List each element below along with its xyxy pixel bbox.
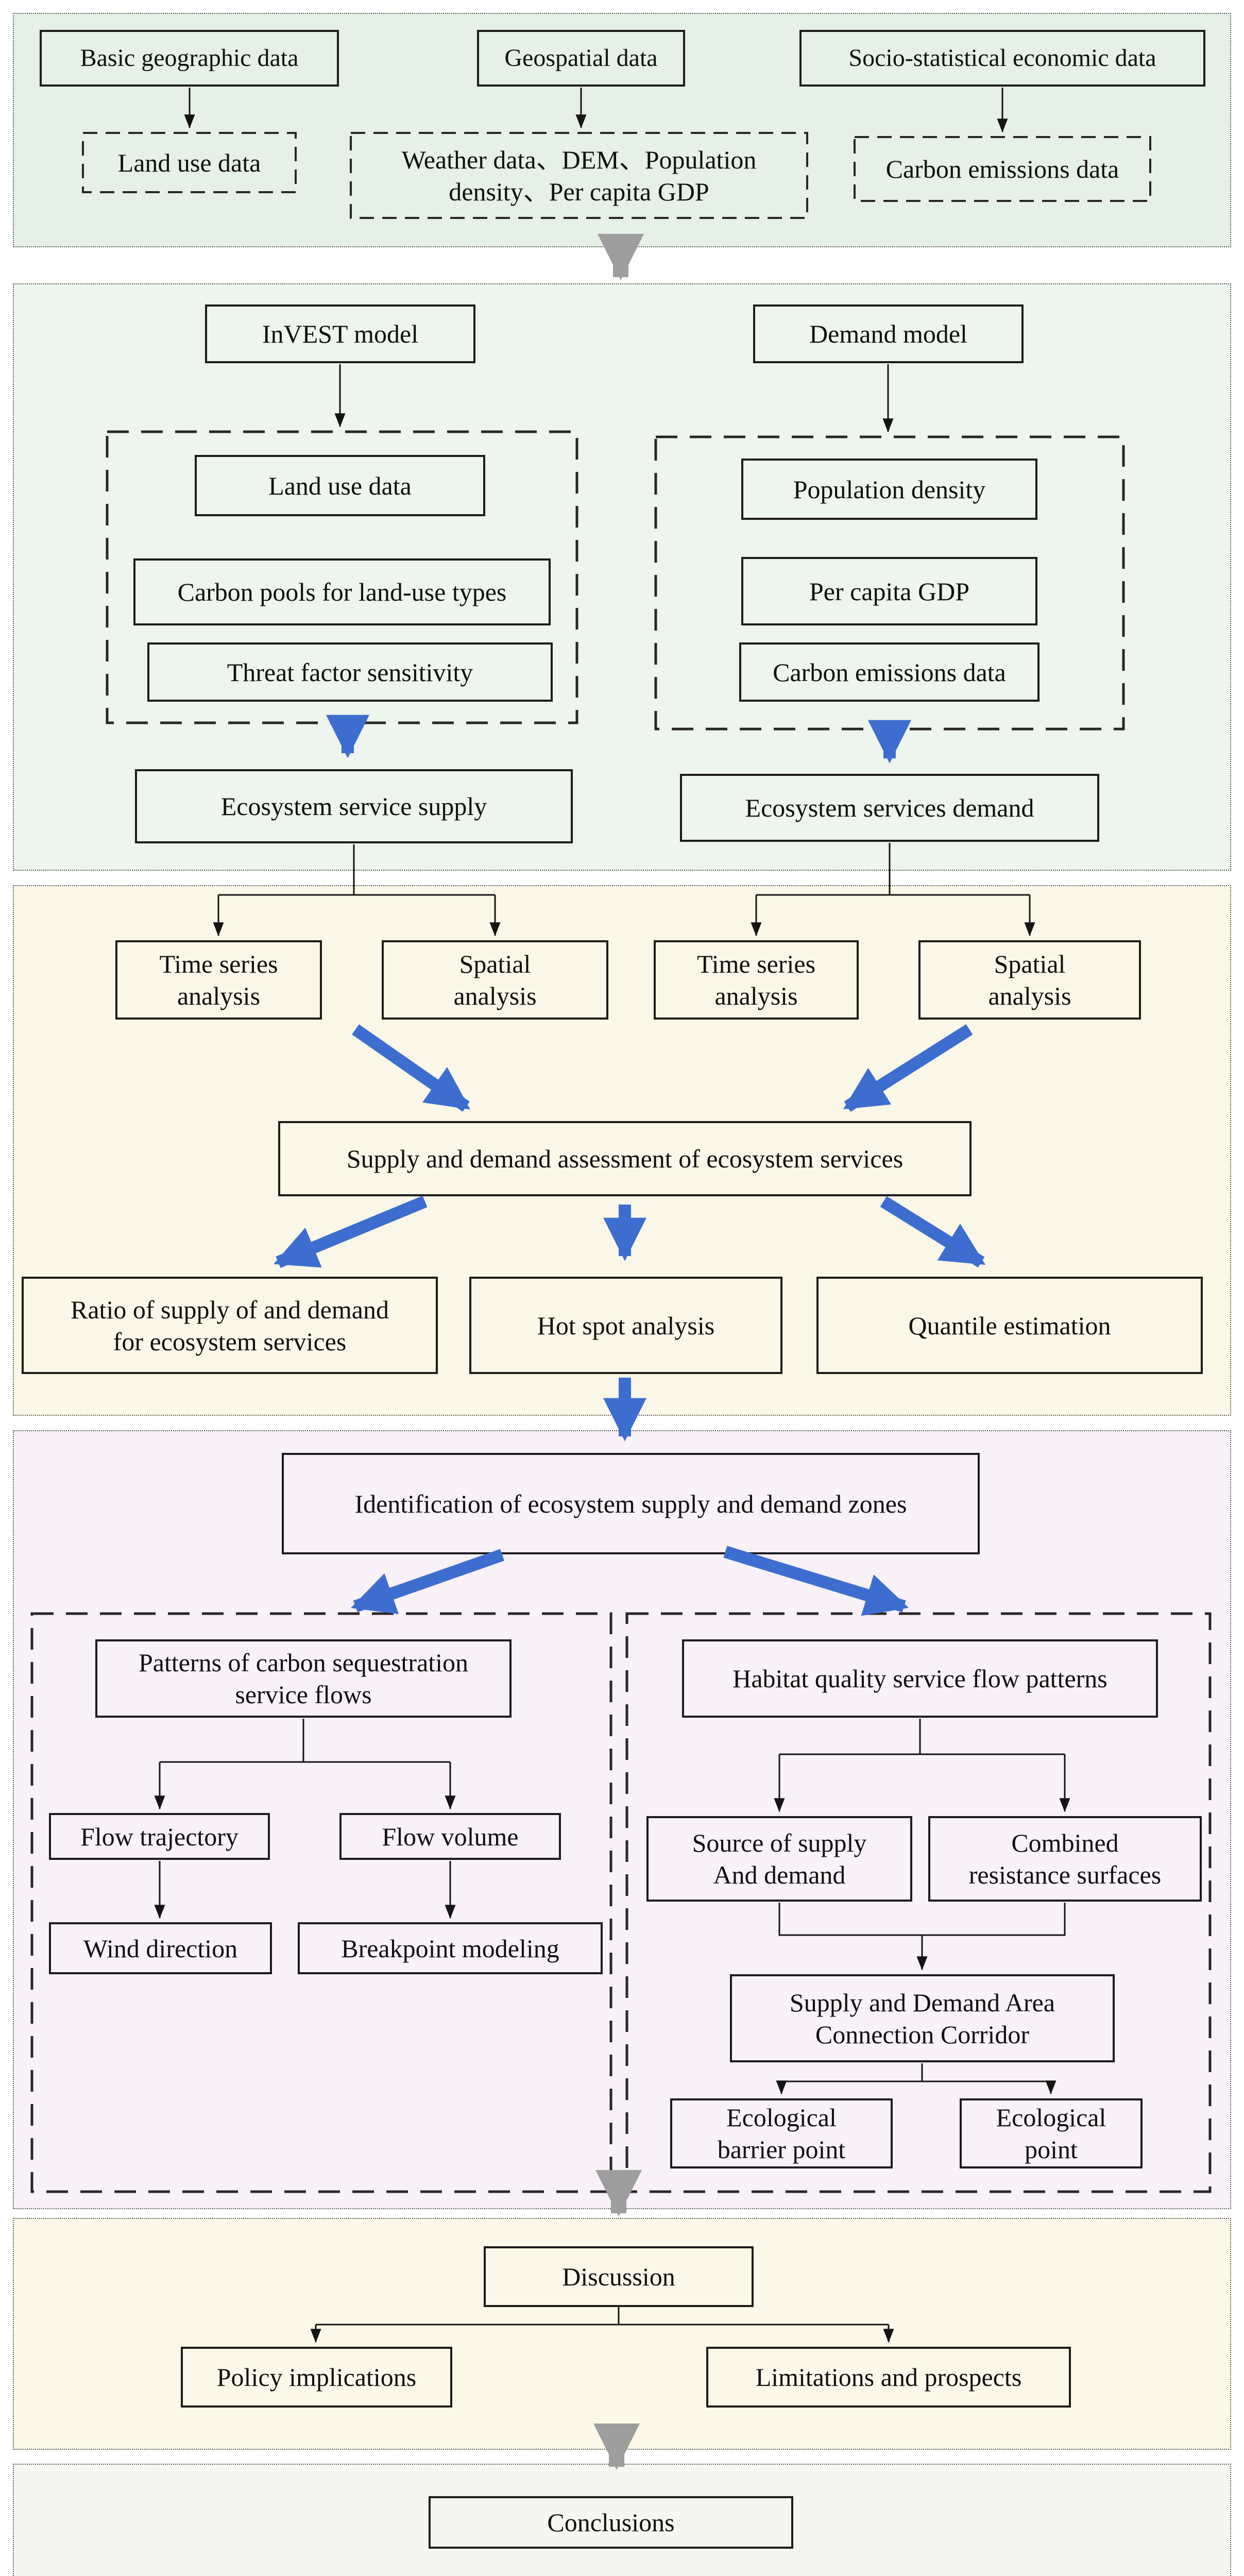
box-weather-dem-population-gdp: Weather data、DEM、Population density、Per … (401, 145, 757, 206)
box-flow-volume: Flow volume (339, 1813, 561, 1860)
box-spatial-analysis-supply: Spatial analysis (382, 940, 608, 1020)
box-discussion: Discussion (484, 2246, 754, 2307)
box-demand-model: Demand model (753, 304, 1024, 363)
box-spatial-analysis-demand: Spatial analysis (918, 940, 1141, 1020)
box-policy-implications: Policy implications (181, 2347, 452, 2408)
box-carbon-emissions-demand: Carbon emissions data (739, 642, 1039, 702)
box-carbon-emissions-data-input: Carbon emissions data (885, 155, 1119, 183)
box-supply-demand-assessment: Supply and demand assessment of ecosyste… (278, 1121, 972, 1196)
box-socio-statistical-economic-data: Socio-statistical economic data (799, 30, 1205, 87)
box-per-capita-gdp: Per capita GDP (741, 557, 1037, 625)
box-connection-corridor: Supply and Demand Area Connection Corrid… (730, 1974, 1115, 2062)
box-source-supply-demand: Source of supply And demand (646, 1816, 912, 1902)
box-ecological-point: Ecological point (960, 2098, 1143, 2168)
box-invest-model: InVEST model (205, 304, 475, 363)
box-combined-resistance: Combined resistance surfaces (928, 1816, 1202, 1902)
box-geospatial-data: Geospatial data (477, 30, 685, 87)
box-ecological-barrier-point: Ecological barrier point (670, 2098, 893, 2168)
box-ecosystem-service-supply: Ecosystem service supply (135, 769, 573, 843)
box-wind-direction: Wind direction (49, 1922, 272, 1974)
box-ecosystem-services-demand: Ecosystem services demand (680, 774, 1099, 842)
box-conclusions: Conclusions (429, 2496, 793, 2549)
box-land-use-data-input: Land use data (117, 148, 261, 177)
box-carbon-pools: Carbon pools for land-use types (133, 558, 551, 625)
box-quantile-estimation: Quantile estimation (816, 1277, 1203, 1374)
box-hot-spot-analysis: Hot spot analysis (469, 1277, 782, 1374)
box-population-density: Population density (741, 459, 1037, 520)
box-time-series-analysis-demand: Time series analysis (654, 940, 859, 1020)
box-habitat-quality-patterns: Habitat quality service flow patterns (682, 1639, 1158, 1718)
box-breakpoint-modeling: Breakpoint modeling (298, 1922, 603, 1974)
box-flow-trajectory: Flow trajectory (49, 1813, 270, 1860)
box-ratio-supply-demand: Ratio of supply of and demand for ecosys… (22, 1277, 438, 1374)
box-land-use-data-invest: Land use data (195, 455, 485, 516)
box-threat-factor-sensitivity: Threat factor sensitivity (147, 642, 553, 702)
box-basic-geographic-data: Basic geographic data (40, 30, 339, 87)
section-discussion (13, 2218, 1231, 2450)
box-limitations-prospects: Limitations and prospects (706, 2347, 1071, 2408)
box-patterns-carbon-sequestration: Patterns of carbon sequestration service… (95, 1639, 512, 1718)
box-time-series-analysis-supply: Time series analysis (115, 940, 322, 1020)
box-identification-zones: Identification of ecosystem supply and d… (282, 1453, 980, 1554)
